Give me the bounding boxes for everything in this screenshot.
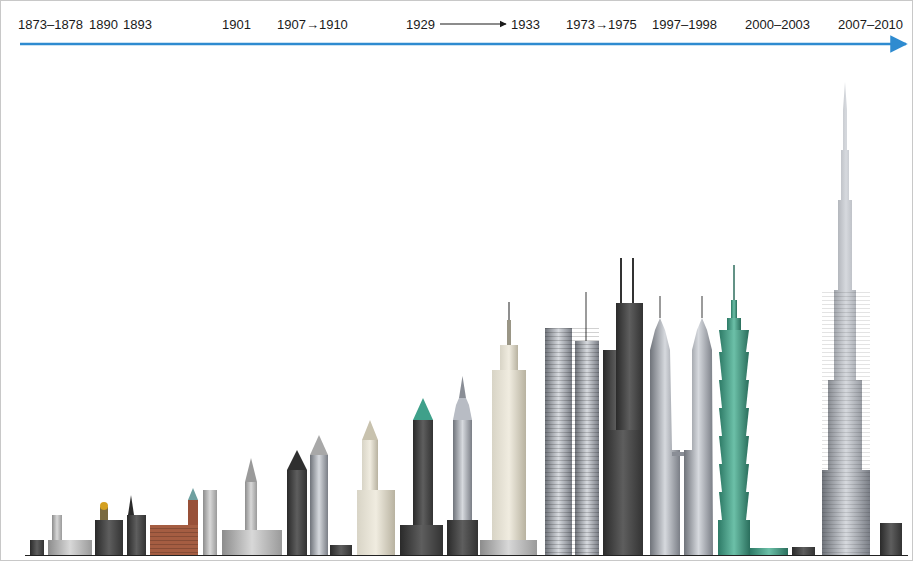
timeline-arrow [20,43,906,46]
year-label: 2007–2010 [838,17,903,33]
year-label: 1893 [123,17,152,33]
year-label: 1929 [406,17,435,33]
year-label: 1933 [511,17,540,33]
buildings [30,82,902,555]
period-arrow [440,23,506,24]
year-label: 2000–2003 [745,17,810,33]
year-label: 1907→1910 [277,17,348,33]
year-label: 1973→1975 [566,17,637,33]
year-label: 1890 [89,17,118,33]
ground-line [25,555,908,556]
year-label: 1901 [222,17,251,33]
year-label: 1873–1878 [18,17,83,33]
year-label: 1997–1998 [652,17,717,33]
